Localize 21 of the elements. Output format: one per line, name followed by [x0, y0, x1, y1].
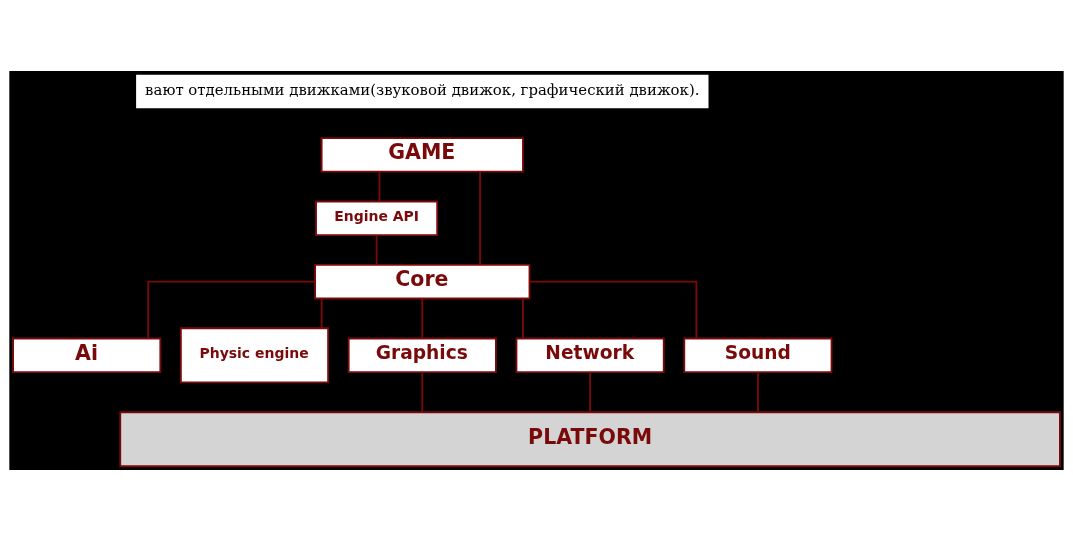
- connector: [375, 233, 378, 266]
- node-box: Ai: [12, 337, 162, 373]
- node-box: Graphics: [347, 337, 497, 373]
- connector: [528, 280, 698, 339]
- connector: [320, 297, 323, 329]
- node-box: Engine API: [315, 200, 439, 236]
- label: вают отдельными движками(звуковой движок, графический движок).: [145, 80, 700, 99]
- node-box: Network: [515, 337, 665, 373]
- connector: [421, 370, 424, 413]
- connector: [147, 280, 316, 339]
- node-box: Core: [314, 263, 531, 299]
- connector: [757, 370, 759, 413]
- node-box: PLATFORM: [119, 410, 1061, 467]
- node-box: Sound: [683, 337, 833, 373]
- connector: [522, 297, 524, 339]
- node-box: GAME: [320, 136, 524, 173]
- node-box: Physic engine: [179, 326, 330, 383]
- connector: [378, 170, 381, 202]
- connector: [421, 297, 424, 339]
- connector: [479, 170, 482, 266]
- connector: [589, 370, 592, 413]
